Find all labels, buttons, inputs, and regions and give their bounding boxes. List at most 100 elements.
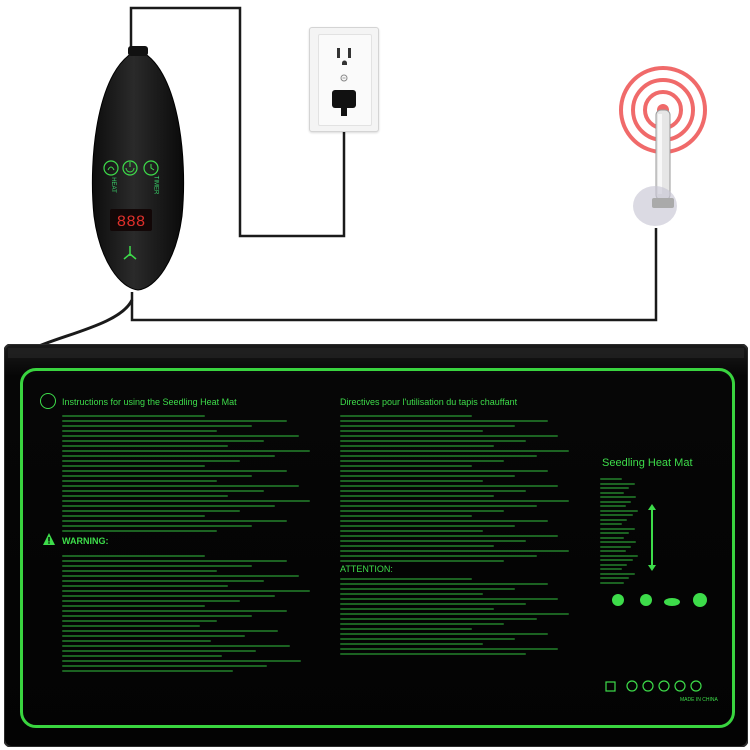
fine-print-line <box>62 450 311 452</box>
fine-print-line <box>340 485 559 487</box>
fine-print-line <box>340 618 537 620</box>
fine-print-line <box>62 620 217 622</box>
fine-print-line <box>62 625 200 627</box>
side-panel-graphics <box>605 504 707 692</box>
fine-print-line <box>340 505 537 507</box>
fine-print-line <box>62 590 311 592</box>
fine-print-line <box>62 650 256 652</box>
fine-print-line <box>62 455 276 457</box>
fine-print-line <box>62 585 229 587</box>
attention-title: ATTENTION: <box>340 564 393 574</box>
fine-print-line <box>340 525 516 527</box>
fine-print-line <box>62 440 264 442</box>
fine-print-line <box>340 633 548 635</box>
fine-print-line <box>340 425 516 427</box>
fine-print-line <box>340 490 526 492</box>
fine-print-line <box>340 520 548 522</box>
fine-print-line <box>600 572 635 575</box>
fine-print-line <box>62 605 205 607</box>
fine-print-line <box>62 655 222 657</box>
fine-print-line <box>62 560 287 562</box>
fine-print-line <box>340 648 559 650</box>
wall-outlet-icon <box>309 27 379 132</box>
fine-print-line <box>62 420 287 422</box>
fine-print-line <box>340 593 483 595</box>
fine-print-line <box>62 500 311 502</box>
fine-print-line <box>600 518 628 521</box>
led-display: 888 <box>117 213 146 231</box>
fine-print-line <box>340 623 505 625</box>
fine-print-line <box>600 514 633 516</box>
fine-print-line <box>600 541 637 543</box>
fine-print-line <box>600 496 637 498</box>
fine-print-line <box>340 420 548 422</box>
mat-cable <box>29 299 134 352</box>
timer-icon <box>143 160 159 176</box>
fine-print-line <box>340 465 472 467</box>
fine-print-line <box>62 425 252 427</box>
fine-print-line <box>62 505 276 507</box>
fine-print-line <box>62 520 287 522</box>
fine-print-line <box>600 505 626 507</box>
fine-print-line <box>62 490 264 492</box>
fine-print-line <box>340 608 494 610</box>
fine-print-line <box>62 665 267 667</box>
fine-print-line <box>340 510 505 512</box>
thermostat-controller[interactable]: 888 <box>86 46 190 292</box>
fine-print-line <box>340 550 570 552</box>
fine-print-line <box>62 495 229 497</box>
fine-print-line <box>62 645 290 647</box>
fine-print-line <box>600 563 628 566</box>
fine-print-line <box>62 615 252 617</box>
leaf-logo-icon <box>123 246 137 260</box>
fine-print-line <box>62 530 217 532</box>
fine-print-line <box>340 440 526 442</box>
fine-print-line <box>600 500 631 503</box>
fine-print-line <box>340 653 526 655</box>
heat-icon <box>103 160 119 176</box>
plug-icon <box>332 90 356 108</box>
fine-print-line <box>340 445 494 447</box>
fine-print-line <box>62 475 252 477</box>
fine-print-line <box>600 523 622 525</box>
hazard-triangle-icon <box>43 533 55 545</box>
fine-print-line <box>62 630 279 632</box>
fine-print-line <box>600 554 639 557</box>
mat-border <box>20 368 735 728</box>
fine-print-line <box>600 536 624 539</box>
fine-print-line <box>62 480 217 482</box>
fine-print-line <box>340 475 516 477</box>
fine-print-line <box>62 580 264 582</box>
fine-print-line <box>62 525 252 527</box>
power-icon <box>122 160 138 176</box>
fine-print-line <box>62 415 205 417</box>
fine-print-line <box>340 540 526 542</box>
fine-print-line <box>600 527 635 530</box>
info-circle-icon <box>40 393 56 409</box>
fine-print-line <box>340 603 526 605</box>
fine-print-line <box>340 480 483 482</box>
probe-cable <box>130 228 658 322</box>
fine-print-line <box>62 635 245 637</box>
fine-print-line <box>62 430 217 432</box>
fine-print-line <box>340 588 516 590</box>
fine-print-line <box>600 487 630 489</box>
fine-print-line <box>340 555 537 557</box>
fine-print-line <box>62 485 299 487</box>
fine-print-line <box>340 535 559 537</box>
fine-print-line <box>340 530 483 532</box>
fine-print-line <box>340 643 483 645</box>
fine-print-line <box>600 482 635 485</box>
fine-print-line <box>340 613 570 615</box>
fine-print-line <box>340 435 559 437</box>
fine-print-line <box>600 559 633 561</box>
fine-print-line <box>600 532 630 534</box>
fine-print-line <box>340 460 505 462</box>
fine-print-line <box>340 455 537 457</box>
fine-print-line <box>340 495 494 497</box>
fine-print-line <box>600 581 624 584</box>
fine-print-line <box>340 583 548 585</box>
fine-print-line <box>600 577 630 579</box>
fine-print-line <box>62 595 276 597</box>
timer-label: TIMER <box>152 175 159 195</box>
